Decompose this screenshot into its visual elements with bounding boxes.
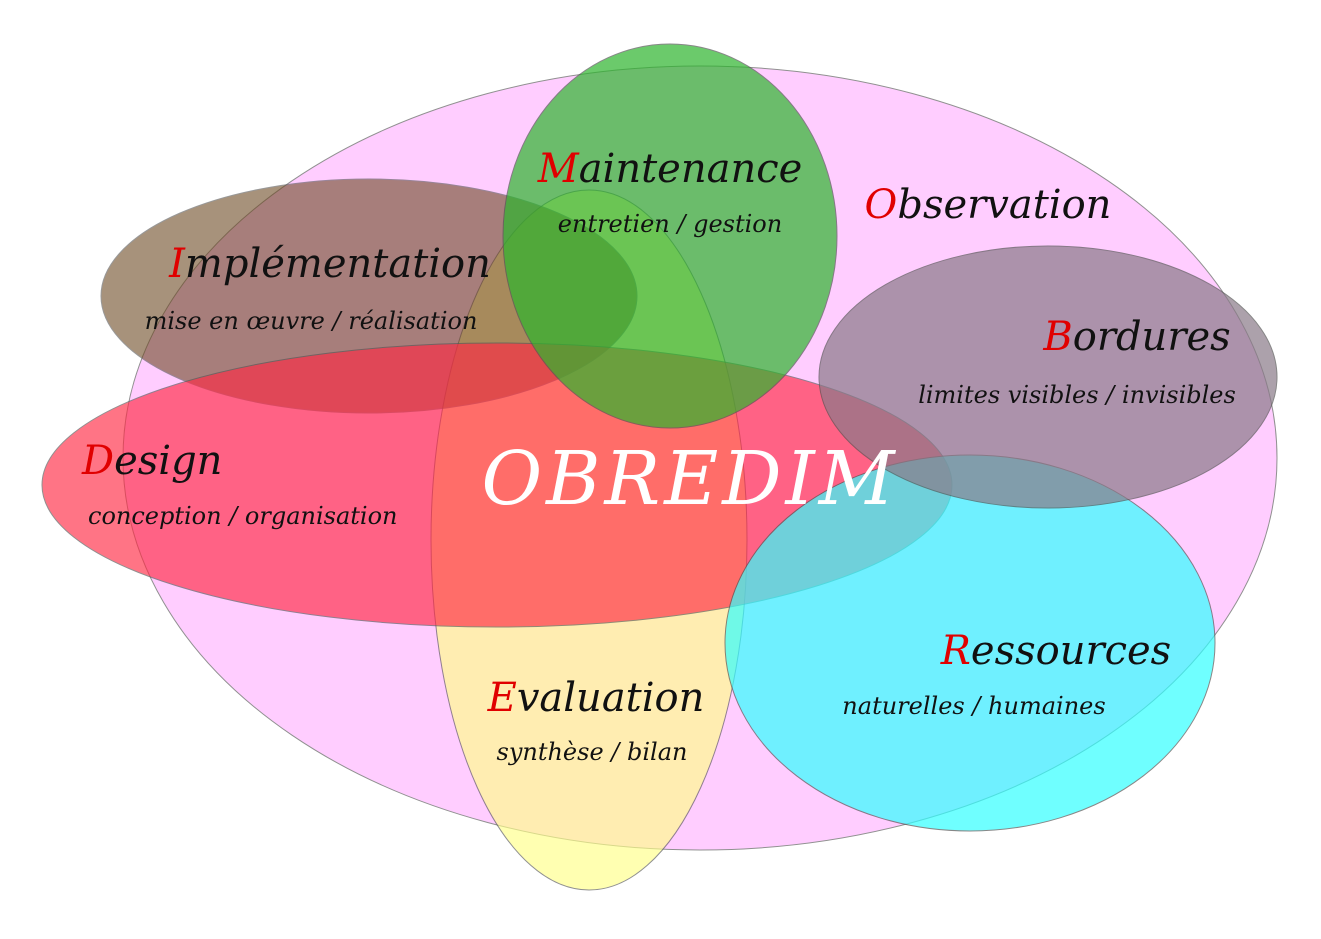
ressources-initial: R [940, 628, 971, 674]
maintenance-ellipse [502, 43, 838, 429]
ressources-subtitle: naturelles / humaines [842, 692, 1105, 720]
design-initial: D [81, 438, 114, 484]
maintenance-subtitle: entretien / gestion [558, 210, 782, 238]
bordures-initial: B [1042, 314, 1072, 360]
implementation-initial: I [168, 241, 186, 287]
evaluation-title: Evaluation [487, 675, 705, 721]
ressources-title: Ressources [940, 628, 1171, 674]
maintenance-rest: aintenance [579, 146, 803, 192]
implementation-title: Implémentation [168, 241, 491, 287]
implementation-subtitle: mise en œuvre / réalisation [145, 307, 478, 335]
evaluation-subtitle: synthèse / bilan [497, 738, 688, 766]
ressources-label: Ressources naturelles / humaines [842, 628, 1171, 720]
design-subtitle: conception / organisation [88, 502, 398, 530]
bordures-rest: ordures [1073, 314, 1231, 360]
evaluation-initial: E [487, 675, 517, 721]
implementation-label: Implémentation mise en œuvre / réalisati… [145, 241, 491, 335]
observation-title: Observation [865, 182, 1112, 228]
bordures-title: Bordures [1042, 314, 1230, 360]
bordures-ellipse [818, 245, 1278, 509]
maintenance-title: Maintenance [537, 146, 803, 192]
observation-initial: O [865, 182, 898, 228]
maintenance-label: Maintenance entretien / gestion [537, 146, 803, 238]
observation-label: Observation [865, 182, 1112, 228]
evaluation-label: Evaluation synthèse / bilan [487, 675, 705, 766]
observation-rest: bservation [897, 182, 1111, 228]
implementation-rest: mplémentation [185, 241, 491, 287]
design-title: Design [81, 438, 222, 484]
evaluation-rest: valuation [517, 675, 705, 721]
bordures-subtitle: limites visibles / invisibles [918, 381, 1236, 409]
ressources-rest: essources [971, 628, 1171, 674]
center-label: OBREDIM [481, 436, 898, 522]
maintenance-initial: M [537, 146, 580, 192]
design-label: Design conception / organisation [81, 438, 398, 530]
design-rest: esign [114, 438, 222, 484]
bordures-label: Bordures limites visibles / invisibles [918, 314, 1236, 409]
